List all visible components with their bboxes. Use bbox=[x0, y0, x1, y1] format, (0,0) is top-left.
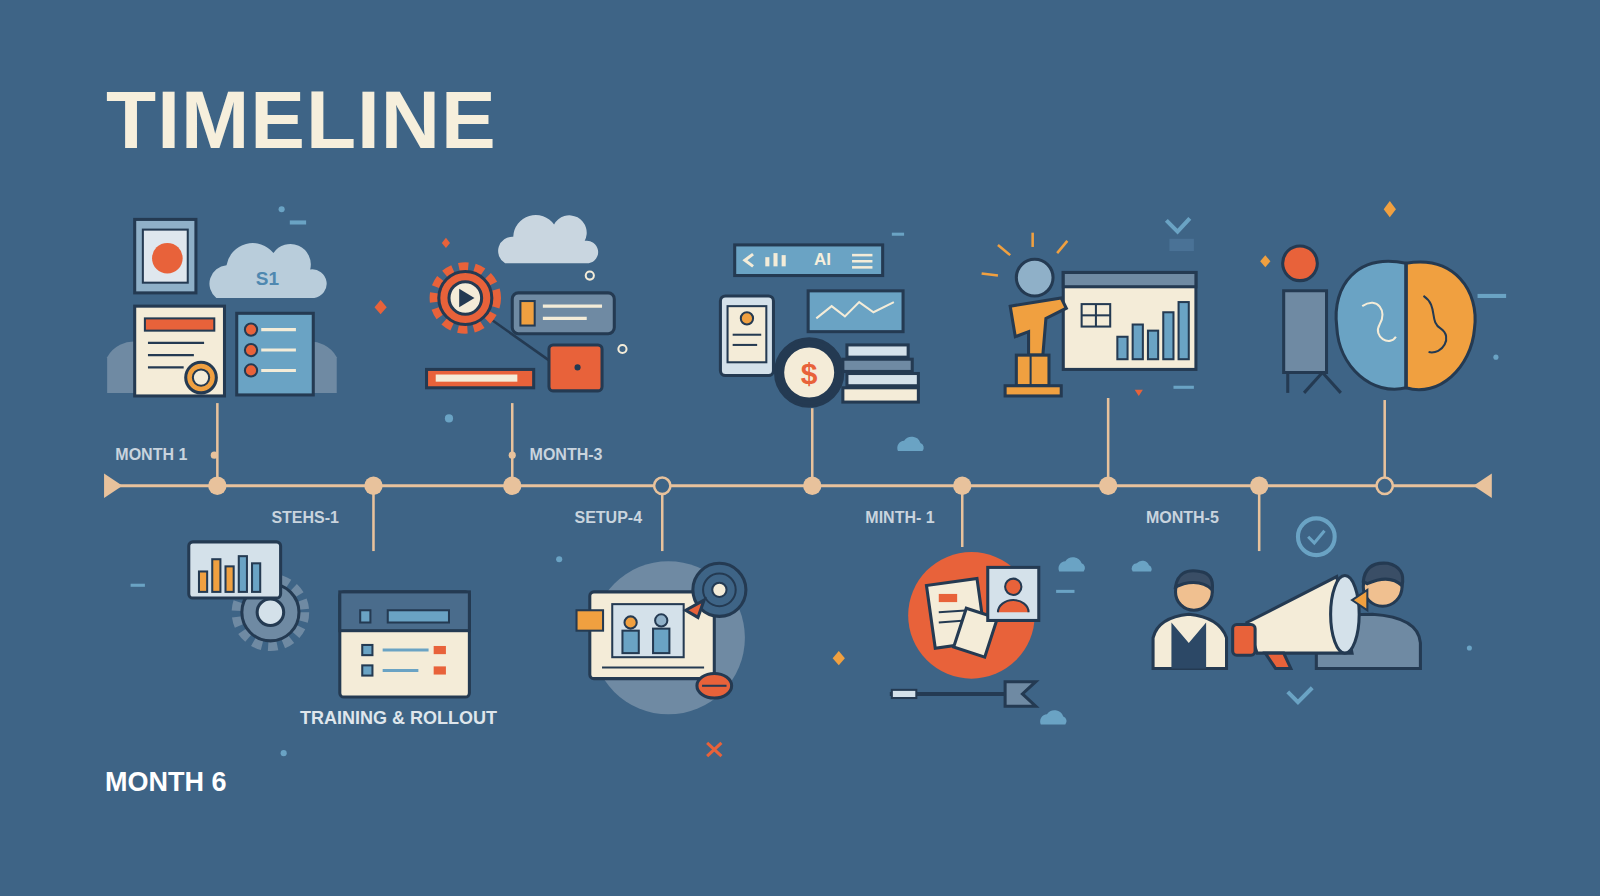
month-label: MONTH-3 bbox=[530, 446, 603, 464]
icon-text: AI bbox=[814, 251, 831, 270]
phase-label: TRAINING & ROLLOUT bbox=[300, 709, 497, 729]
month-label: MINTH- 1 bbox=[865, 509, 934, 527]
month-label: MONTH 6 bbox=[105, 768, 227, 798]
month-label: MONTH-5 bbox=[1146, 509, 1219, 527]
icon-text: $ bbox=[801, 357, 818, 390]
step-label: STEHS-1 bbox=[271, 509, 339, 527]
page-title: TIMELINE bbox=[106, 75, 497, 165]
month-label: MONTH 1 bbox=[115, 446, 187, 464]
icon-text: S1 bbox=[256, 269, 279, 290]
step-label: SETUP-4 bbox=[574, 509, 642, 527]
